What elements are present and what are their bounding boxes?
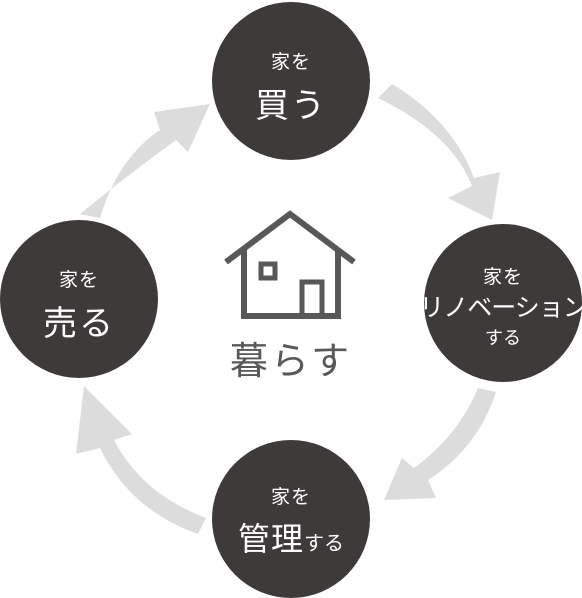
arrow-renovation-to-manage [384, 388, 496, 500]
node-renovation-suffix: する [485, 328, 521, 349]
house-icon [224, 210, 356, 319]
node-manage-suffix: する [304, 531, 344, 555]
node-manage: 家を 管理する [212, 440, 370, 598]
node-manage-small: 家を [270, 486, 311, 508]
node-renovation: 家を リノベーション する [419, 224, 582, 382]
node-renovation-large: リノベーション [419, 293, 582, 322]
node-renovation-small: 家を [482, 266, 523, 288]
node-sell-large: 売る [43, 304, 115, 344]
node-manage-line: 管理する [212, 514, 370, 560]
node-buy-large: 買う [255, 86, 327, 126]
node-sell-small: 家を [58, 269, 99, 291]
center-label: 暮らす [229, 339, 353, 383]
node-buy: 家を 買う [212, 2, 370, 160]
arrow-manage-to-sell [76, 386, 206, 534]
node-manage-large: 管理 [237, 520, 304, 558]
arrow-buy-to-renovation [378, 84, 500, 220]
node-buy-small: 家を [270, 51, 311, 73]
node-sell: 家を 売る [0, 220, 158, 378]
arrow-sell-to-buy [80, 104, 210, 218]
